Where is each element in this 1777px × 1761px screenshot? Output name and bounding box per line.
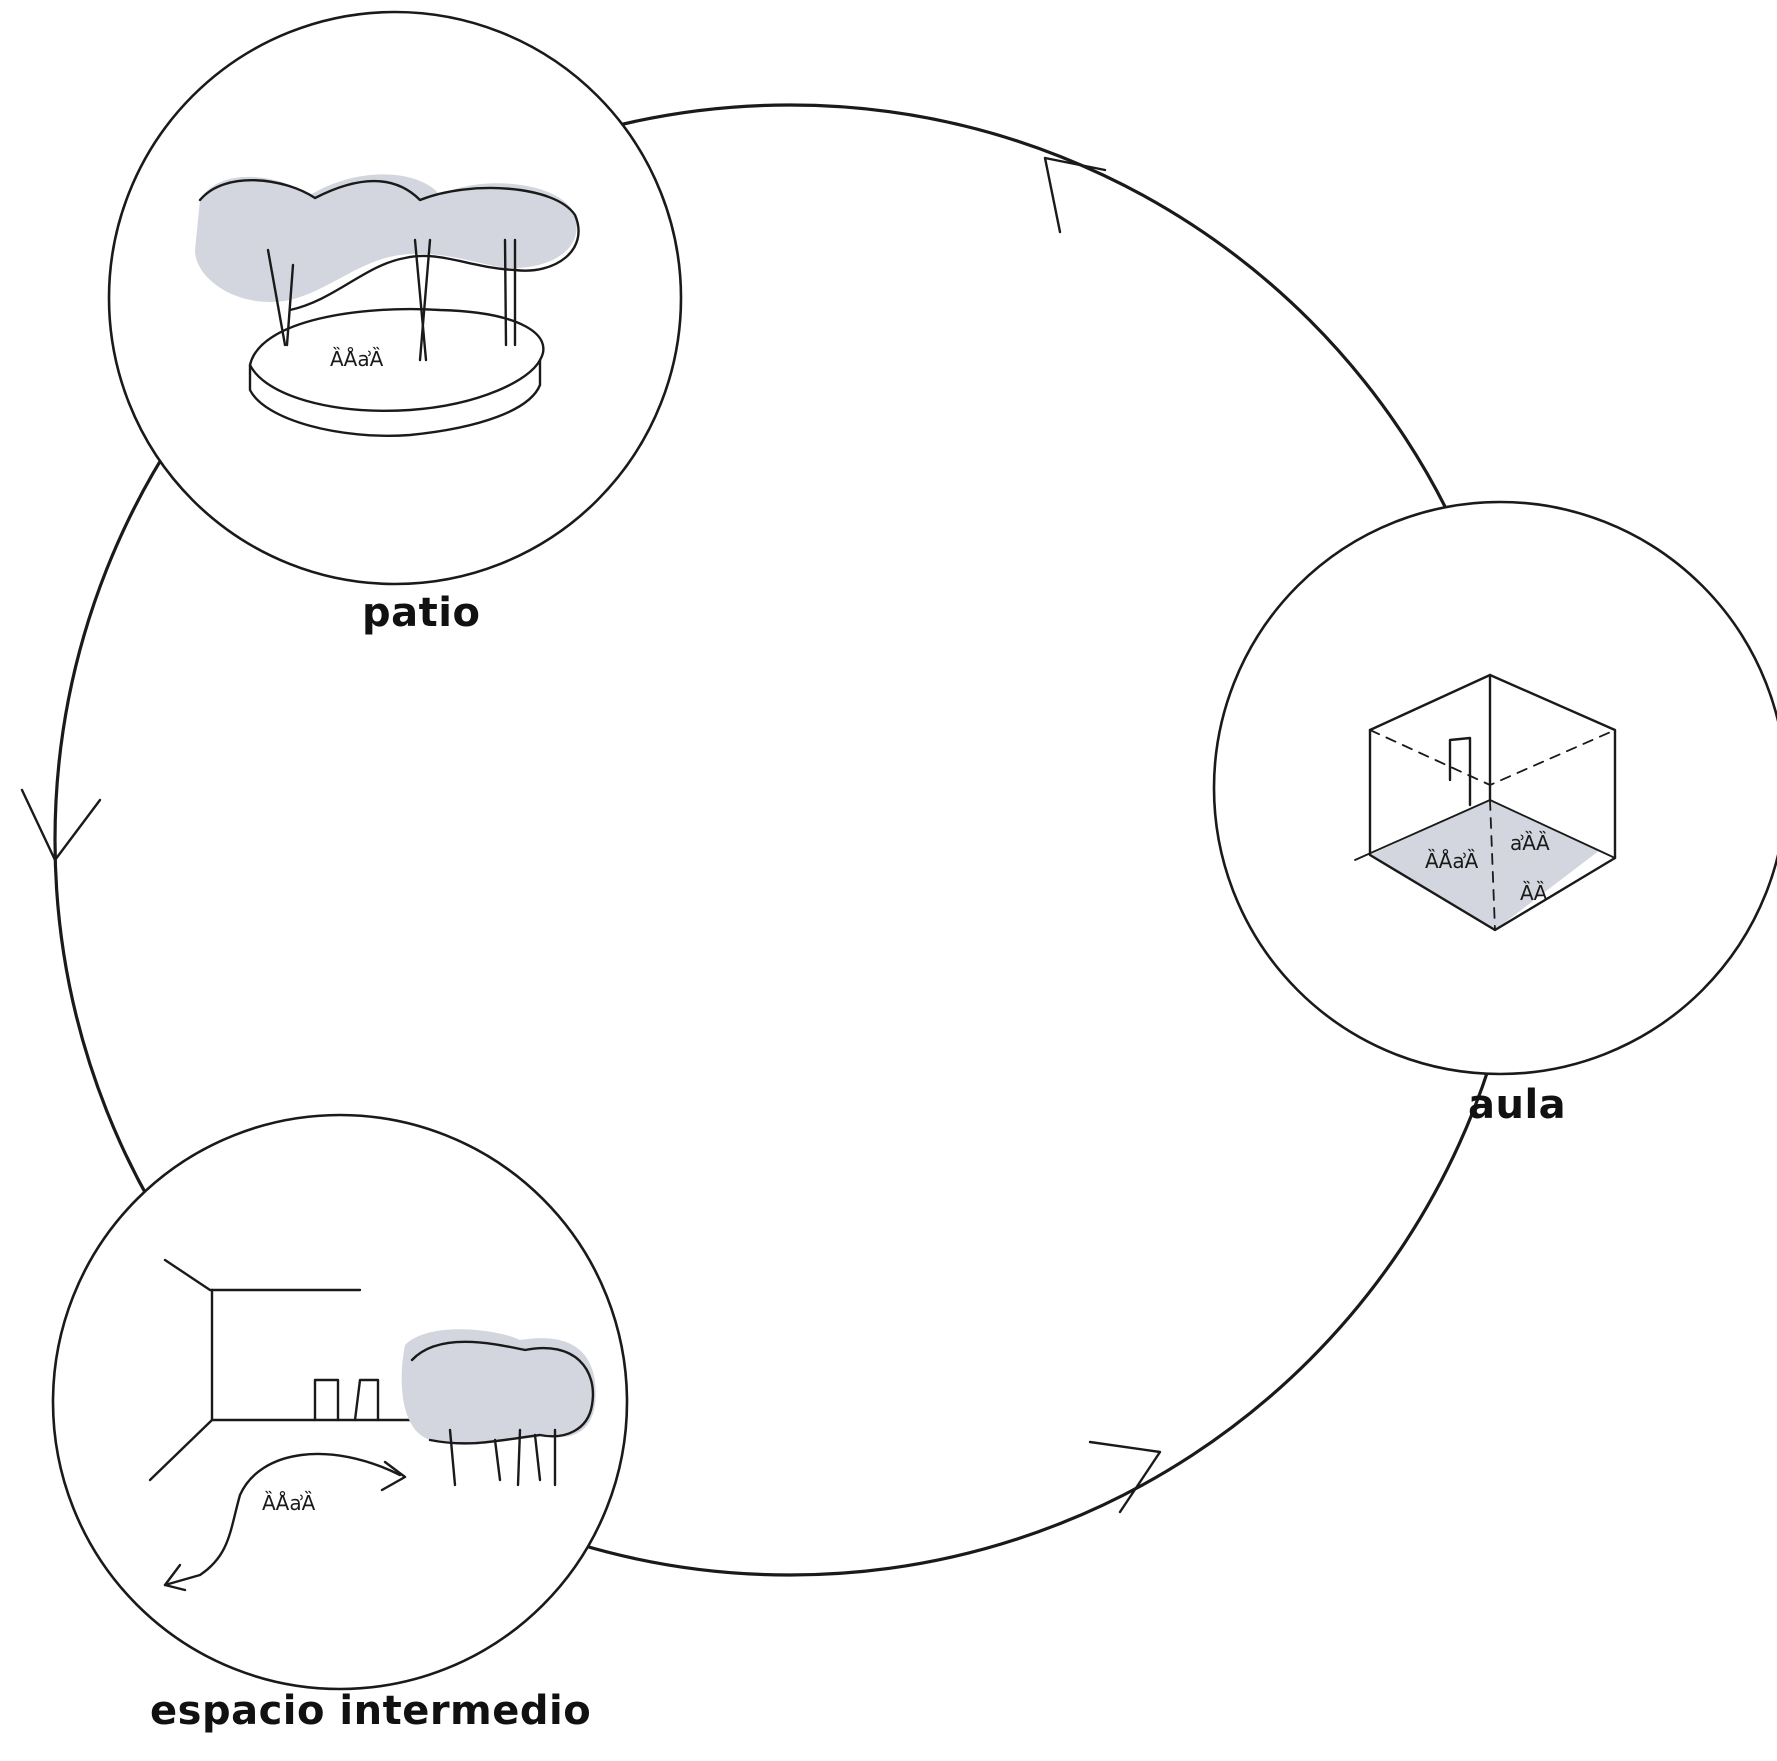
svg-text:ȀÅẚȀ: ȀÅẚȀ bbox=[330, 347, 384, 371]
node-aula: ȀÅẚȀ ẚȀȀ ȀȀ bbox=[1212, 500, 1777, 1076]
node-espacio: ȀÅẚȀ bbox=[51, 1113, 629, 1691]
svg-text:ȀÅẚȀ: ȀÅẚȀ bbox=[262, 1491, 316, 1515]
svg-text:ȀȀ: ȀȀ bbox=[1520, 881, 1548, 905]
svg-text:ẚȀȀ: ẚȀȀ bbox=[1510, 831, 1550, 855]
cycle-arrow-left bbox=[20, 788, 102, 862]
svg-text:ȀÅẚȀ: ȀÅẚȀ bbox=[1425, 849, 1479, 873]
node-espacio-circle bbox=[51, 1113, 629, 1691]
espacio-sketch-icon: ȀÅẚȀ bbox=[148, 1258, 596, 1592]
cycle-arrow-bottom bbox=[1088, 1440, 1162, 1514]
patio-sketch-icon: ȀÅẚȀ bbox=[195, 174, 580, 437]
aula-sketch-icon: ȀÅẚȀ ẚȀȀ ȀȀ bbox=[1354, 673, 1617, 932]
cycle-arrow-top bbox=[1043, 156, 1107, 234]
node-aula-circle bbox=[1212, 500, 1777, 1076]
label-espacio-intermedio: espacio intermedio bbox=[150, 1688, 592, 1734]
node-patio: ȀÅẚȀ bbox=[107, 10, 683, 586]
node-patio-circle bbox=[107, 10, 683, 586]
label-aula: aula bbox=[1468, 1082, 1567, 1128]
label-patio: patio bbox=[362, 590, 481, 636]
